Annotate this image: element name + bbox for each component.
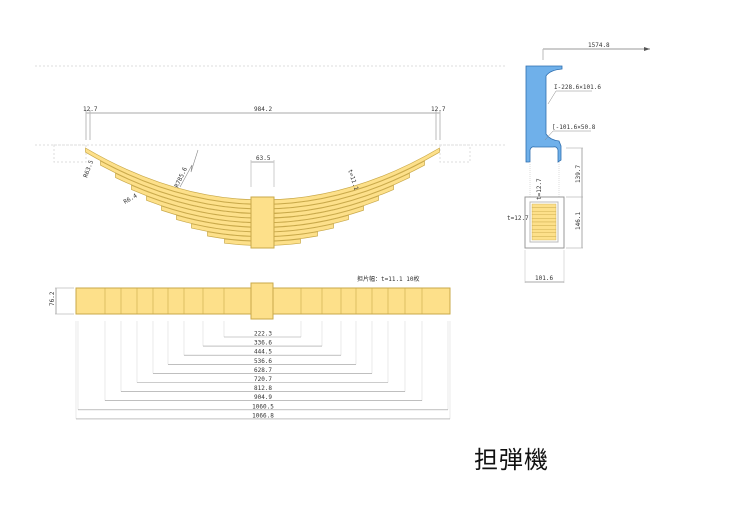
section-leaf xyxy=(531,210,557,215)
leaf-1 xyxy=(85,147,440,205)
clamp-label: 63.5 xyxy=(256,155,271,162)
section-leaf xyxy=(531,214,557,219)
span-label: 984.2 xyxy=(254,106,272,113)
leaf-length-label: 222.3 xyxy=(254,331,272,338)
leaf-length-label: 720.7 xyxy=(254,376,272,383)
plate-top-label: t=12.7 xyxy=(536,178,543,200)
leaf-length-label: 628.7 xyxy=(254,367,272,374)
leaf-length-label: 1060.5 xyxy=(252,403,274,410)
section-leaf xyxy=(531,221,557,226)
hanger-outline-left xyxy=(53,144,87,163)
leaf-length-dimensions: 222.3 336.6 444.5 536.6 628.7 720.7 812.8 904.9… xyxy=(75,321,451,419)
plate-side-label: t=12.7 xyxy=(507,215,529,222)
leaf-8 xyxy=(191,223,334,237)
leaf-length-label: 536.6 xyxy=(254,358,272,365)
drawing-title: 担弾機 xyxy=(474,446,549,474)
leaf-6 xyxy=(161,205,364,228)
section-leaf xyxy=(531,232,557,237)
section-leaf xyxy=(531,218,557,223)
leaf-length-label: 444.5 xyxy=(254,349,272,356)
width-label: 76.2 xyxy=(49,291,56,306)
section-leaf xyxy=(531,207,557,212)
leaf-9 xyxy=(207,231,318,242)
leaf-length-label: 812.8 xyxy=(254,385,272,392)
eye-radius-label: R63.5 xyxy=(82,159,95,179)
clamp-dimension: 63.5 xyxy=(250,155,275,187)
leaf-note: 担片幅：t=11.1 10枚 xyxy=(357,275,420,283)
arc-radius-label: R785.6 xyxy=(173,166,189,189)
i-beam-and-channel xyxy=(525,65,563,163)
section-leaf xyxy=(531,225,557,230)
eye-left-label: 12.7 xyxy=(83,106,98,113)
lower-height-label: 146.1 xyxy=(575,212,582,230)
leaf-end-radius-label: R6.4 xyxy=(123,192,139,205)
leaf-length-label: 336.6 xyxy=(254,340,272,347)
beam-label: I-228.6×101.6 xyxy=(554,84,601,91)
leaf-length-label: 1066.8 xyxy=(252,412,274,419)
leaf-step-lines xyxy=(104,288,423,314)
leaf-stack-section xyxy=(531,203,557,241)
center-clamp xyxy=(250,196,275,249)
eye-right-label: 12.7 xyxy=(431,106,446,113)
section-leaf xyxy=(531,203,557,208)
section-leaf xyxy=(531,228,557,233)
leaf-3 xyxy=(115,172,410,214)
radius-leader xyxy=(179,149,199,188)
upper-height-label: 139.7 xyxy=(575,165,582,183)
plan-center-clamp xyxy=(250,282,274,320)
offset-label: 1574.8 xyxy=(588,42,610,49)
section-view: 1574.8 I-228.6×101.6 [-101.6×50.8 139.7 … xyxy=(507,42,650,283)
flange-label: [-101.6×50.8 xyxy=(552,124,596,131)
section-leaf xyxy=(531,236,557,241)
clamp-inner xyxy=(529,201,559,243)
hanger-outline-right xyxy=(439,144,471,163)
span-dimension: 12.7 984.2 12.7 xyxy=(83,106,446,140)
leaf-length-label: 904.9 xyxy=(254,394,272,401)
arrow-icon xyxy=(644,47,650,51)
plan-width-dimension: 76.2 xyxy=(49,287,74,315)
section-width-label: 101.6 xyxy=(535,275,553,282)
